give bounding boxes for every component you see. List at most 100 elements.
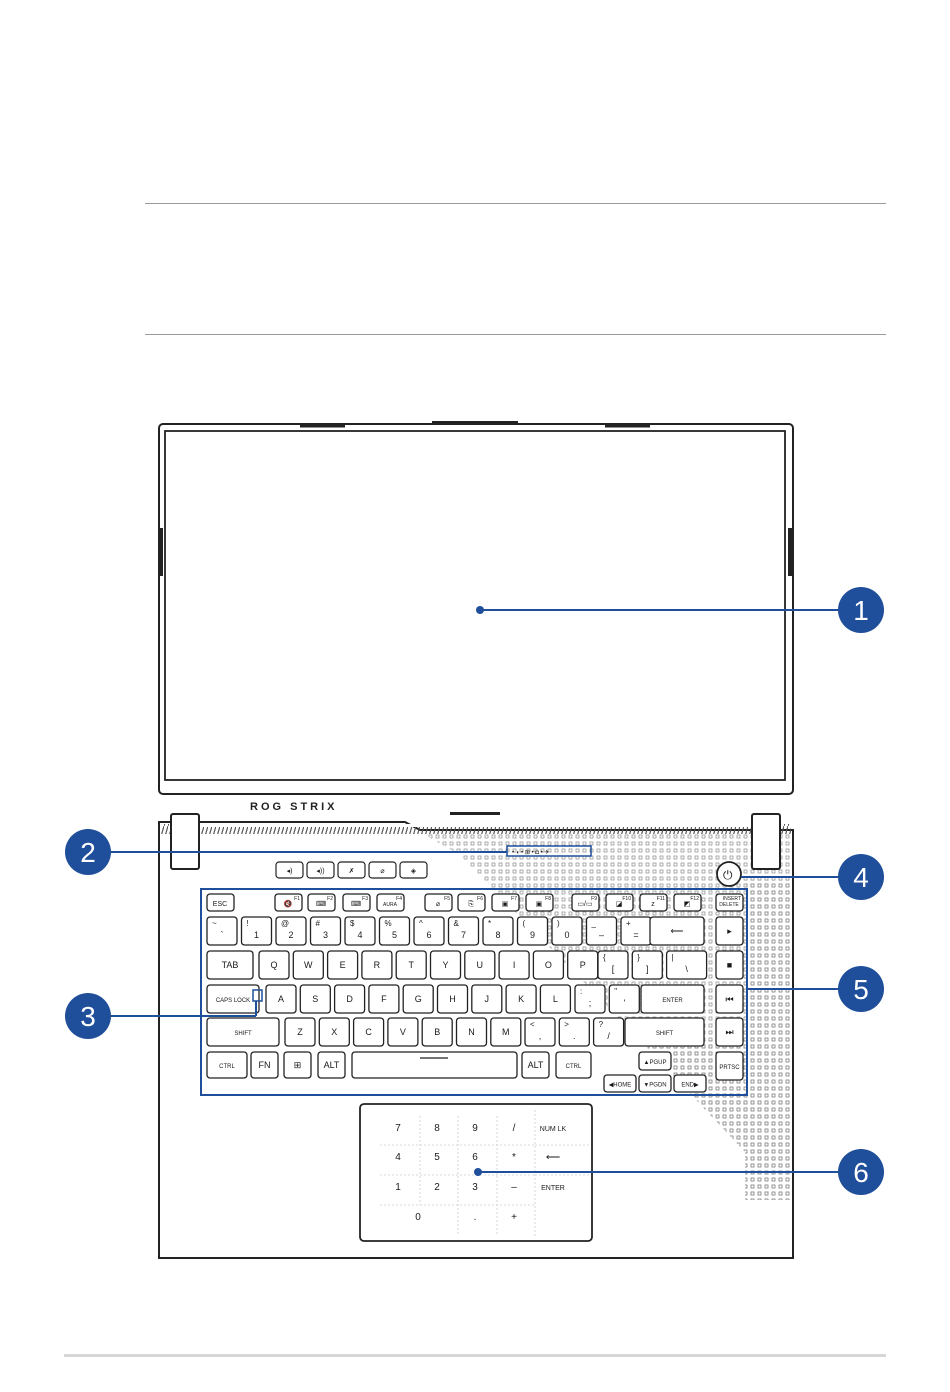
fn-key[interactable]: ▣F7 — [491, 893, 520, 912]
side-key[interactable]: ⏮ — [715, 984, 744, 1014]
number-key[interactable]: ^6 — [413, 916, 445, 946]
number-key[interactable]: ~` — [206, 916, 238, 946]
key-sub-label: F2 — [327, 896, 333, 902]
letter-key[interactable]: S — [299, 984, 331, 1014]
hotkey-button[interactable]: ◈ — [399, 861, 428, 879]
letter-key[interactable]: J — [471, 984, 503, 1014]
symbol-key[interactable]: >. — [558, 1017, 590, 1047]
letter-key[interactable]: M — [490, 1017, 522, 1047]
fn-key[interactable]: ⌨F3 — [342, 893, 371, 912]
key-label: G — [415, 994, 422, 1004]
modifier-key[interactable]: FN — [250, 1051, 279, 1079]
key-label: ⌀ — [436, 901, 440, 908]
letter-key[interactable]: R — [361, 950, 393, 980]
arrow-right-key[interactable]: END▶ — [673, 1074, 707, 1093]
letter-key[interactable]: Z — [284, 1017, 316, 1047]
letter-key[interactable]: N — [455, 1017, 488, 1047]
number-key[interactable]: *8 — [482, 916, 514, 946]
symbol-key[interactable]: }] — [631, 950, 663, 980]
space-bar[interactable] — [351, 1051, 518, 1079]
power-button[interactable]: ⏻ — [716, 861, 742, 887]
number-key[interactable]: _– — [585, 916, 618, 946]
key-label: I — [513, 960, 516, 970]
letter-key[interactable]: H — [436, 984, 469, 1014]
side-key[interactable]: PRTSC — [715, 1051, 744, 1081]
fn-key[interactable]: 🔇F1 — [274, 893, 303, 912]
side-key[interactable]: ⏭ — [715, 1017, 744, 1047]
symbol-key[interactable]: "' — [608, 984, 640, 1014]
letter-key[interactable]: P — [567, 950, 599, 980]
letter-key[interactable]: G — [402, 984, 434, 1014]
letter-key[interactable]: Q — [258, 950, 290, 980]
letter-key[interactable]: E — [326, 950, 359, 980]
letter-key[interactable]: K — [505, 984, 537, 1014]
letter-key[interactable]: B — [421, 1017, 453, 1047]
key-label: PRTSC — [719, 1065, 740, 1071]
fn-key[interactable]: ⎘F6 — [457, 893, 486, 912]
symbol-key[interactable]: |\ — [665, 950, 708, 980]
modifier-key[interactable]: ⊞ — [283, 1051, 312, 1079]
key-top-label: _ — [591, 919, 597, 928]
hotkey-button[interactable]: ◂)) — [306, 861, 335, 879]
number-key[interactable]: (9 — [516, 916, 549, 946]
hotkey-button[interactable]: ⌀ — [368, 861, 397, 879]
key-sub-label: F12 — [690, 896, 699, 902]
letter-key[interactable]: Y — [429, 950, 462, 980]
number-key[interactable]: $4 — [344, 916, 376, 946]
fn-key[interactable]: ⌨F2 — [307, 893, 336, 912]
number-key[interactable]: #3 — [309, 916, 342, 946]
fn-key[interactable]: ESC — [206, 893, 235, 912]
letter-key[interactable]: X — [318, 1017, 350, 1047]
letter-key[interactable]: V — [387, 1017, 419, 1047]
callout-1: 1 — [838, 587, 884, 633]
number-key[interactable]: %5 — [378, 916, 411, 946]
letter-key[interactable]: T — [395, 950, 427, 980]
side-key[interactable]: ■ — [715, 950, 744, 980]
side-key[interactable]: ▸ — [715, 916, 744, 946]
hotkey-button[interactable]: ✗ — [337, 861, 366, 879]
letter-key[interactable]: W — [292, 950, 324, 980]
fn-key[interactable]: ▣F8 — [525, 893, 554, 912]
hotkey-button[interactable]: ◂) — [275, 861, 304, 879]
letter-key[interactable]: L — [539, 984, 572, 1014]
modifier-key[interactable]: CTRL — [555, 1051, 592, 1079]
fn-key[interactable]: ⌀F5 — [424, 893, 453, 912]
right-shift-key[interactable]: SHIFT — [624, 1017, 705, 1047]
tab-key[interactable]: TAB — [206, 950, 254, 980]
backspace-key[interactable]: ⟵ — [649, 916, 705, 946]
arrow-left-key[interactable]: ◀HOME — [603, 1074, 637, 1093]
letter-key[interactable]: I — [498, 950, 530, 980]
enter-key[interactable]: ENTER — [640, 984, 705, 1014]
letter-key[interactable]: F — [368, 984, 400, 1014]
key-label: ▲PGUP — [644, 1060, 667, 1066]
letter-key[interactable]: D — [333, 984, 366, 1014]
letter-key[interactable]: A — [265, 984, 297, 1014]
number-key[interactable]: )0 — [551, 916, 583, 946]
letter-key[interactable]: O — [532, 950, 565, 980]
fn-key[interactable]: ◩F12 — [673, 893, 702, 912]
number-key[interactable]: !1 — [240, 916, 273, 946]
fn-key[interactable]: ◪F10 — [605, 893, 634, 912]
modifier-key[interactable]: CTRL — [206, 1051, 248, 1079]
modifier-key[interactable]: ALT — [521, 1051, 550, 1079]
symbol-key[interactable]: <, — [524, 1017, 556, 1047]
number-key[interactable]: @2 — [275, 916, 307, 946]
left-shift-key[interactable]: SHIFT — [206, 1017, 280, 1047]
number-key[interactable]: &7 — [447, 916, 480, 946]
key-label: ENTER — [662, 998, 683, 1004]
letter-key[interactable]: U — [464, 950, 496, 980]
symbol-key[interactable]: {[ — [597, 950, 629, 980]
fn-key[interactable]: ▭/▭F9 — [571, 893, 600, 912]
number-key[interactable]: += — [620, 916, 652, 946]
letter-key[interactable]: C — [352, 1017, 385, 1047]
modifier-key[interactable]: ALT — [317, 1051, 346, 1079]
arrow-down-key[interactable]: ▼PGDN — [638, 1074, 672, 1093]
symbol-key[interactable]: ?/ — [592, 1017, 625, 1047]
caps-lock-key[interactable]: CAPS LOCK — [206, 984, 260, 1014]
arrow-up-key[interactable]: ▲PGUP — [638, 1051, 672, 1071]
symbol-key[interactable]: :; — [574, 984, 606, 1014]
callout-5: 5 — [838, 966, 884, 1012]
